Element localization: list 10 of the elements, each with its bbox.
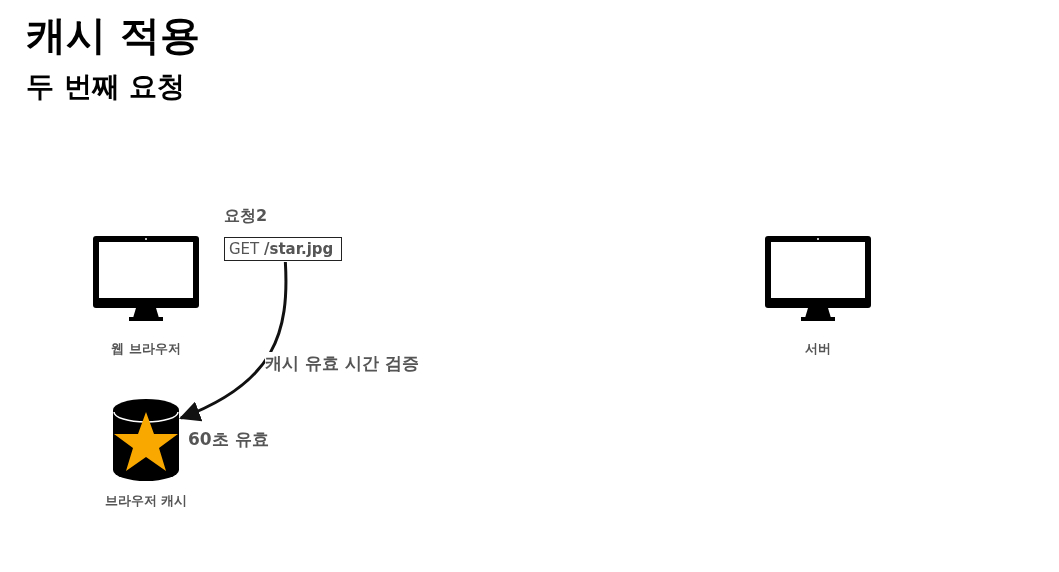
node-label: 서버 <box>804 340 832 358</box>
request-box: GET /star.jpg <box>224 237 342 261</box>
subtitle: 두 번째 요청 <box>26 69 186 105</box>
arrow <box>179 261 288 421</box>
edge-label: 캐시 유효 시간 검증 <box>265 352 420 375</box>
request-heading: 요청2 <box>224 206 268 227</box>
title: 캐시 적용 <box>26 11 200 60</box>
node-label: 브라우저 캐시 <box>103 492 189 510</box>
note-text: 60초 유효 <box>188 428 269 451</box>
node-label: 웹 브라우저 <box>110 340 182 358</box>
